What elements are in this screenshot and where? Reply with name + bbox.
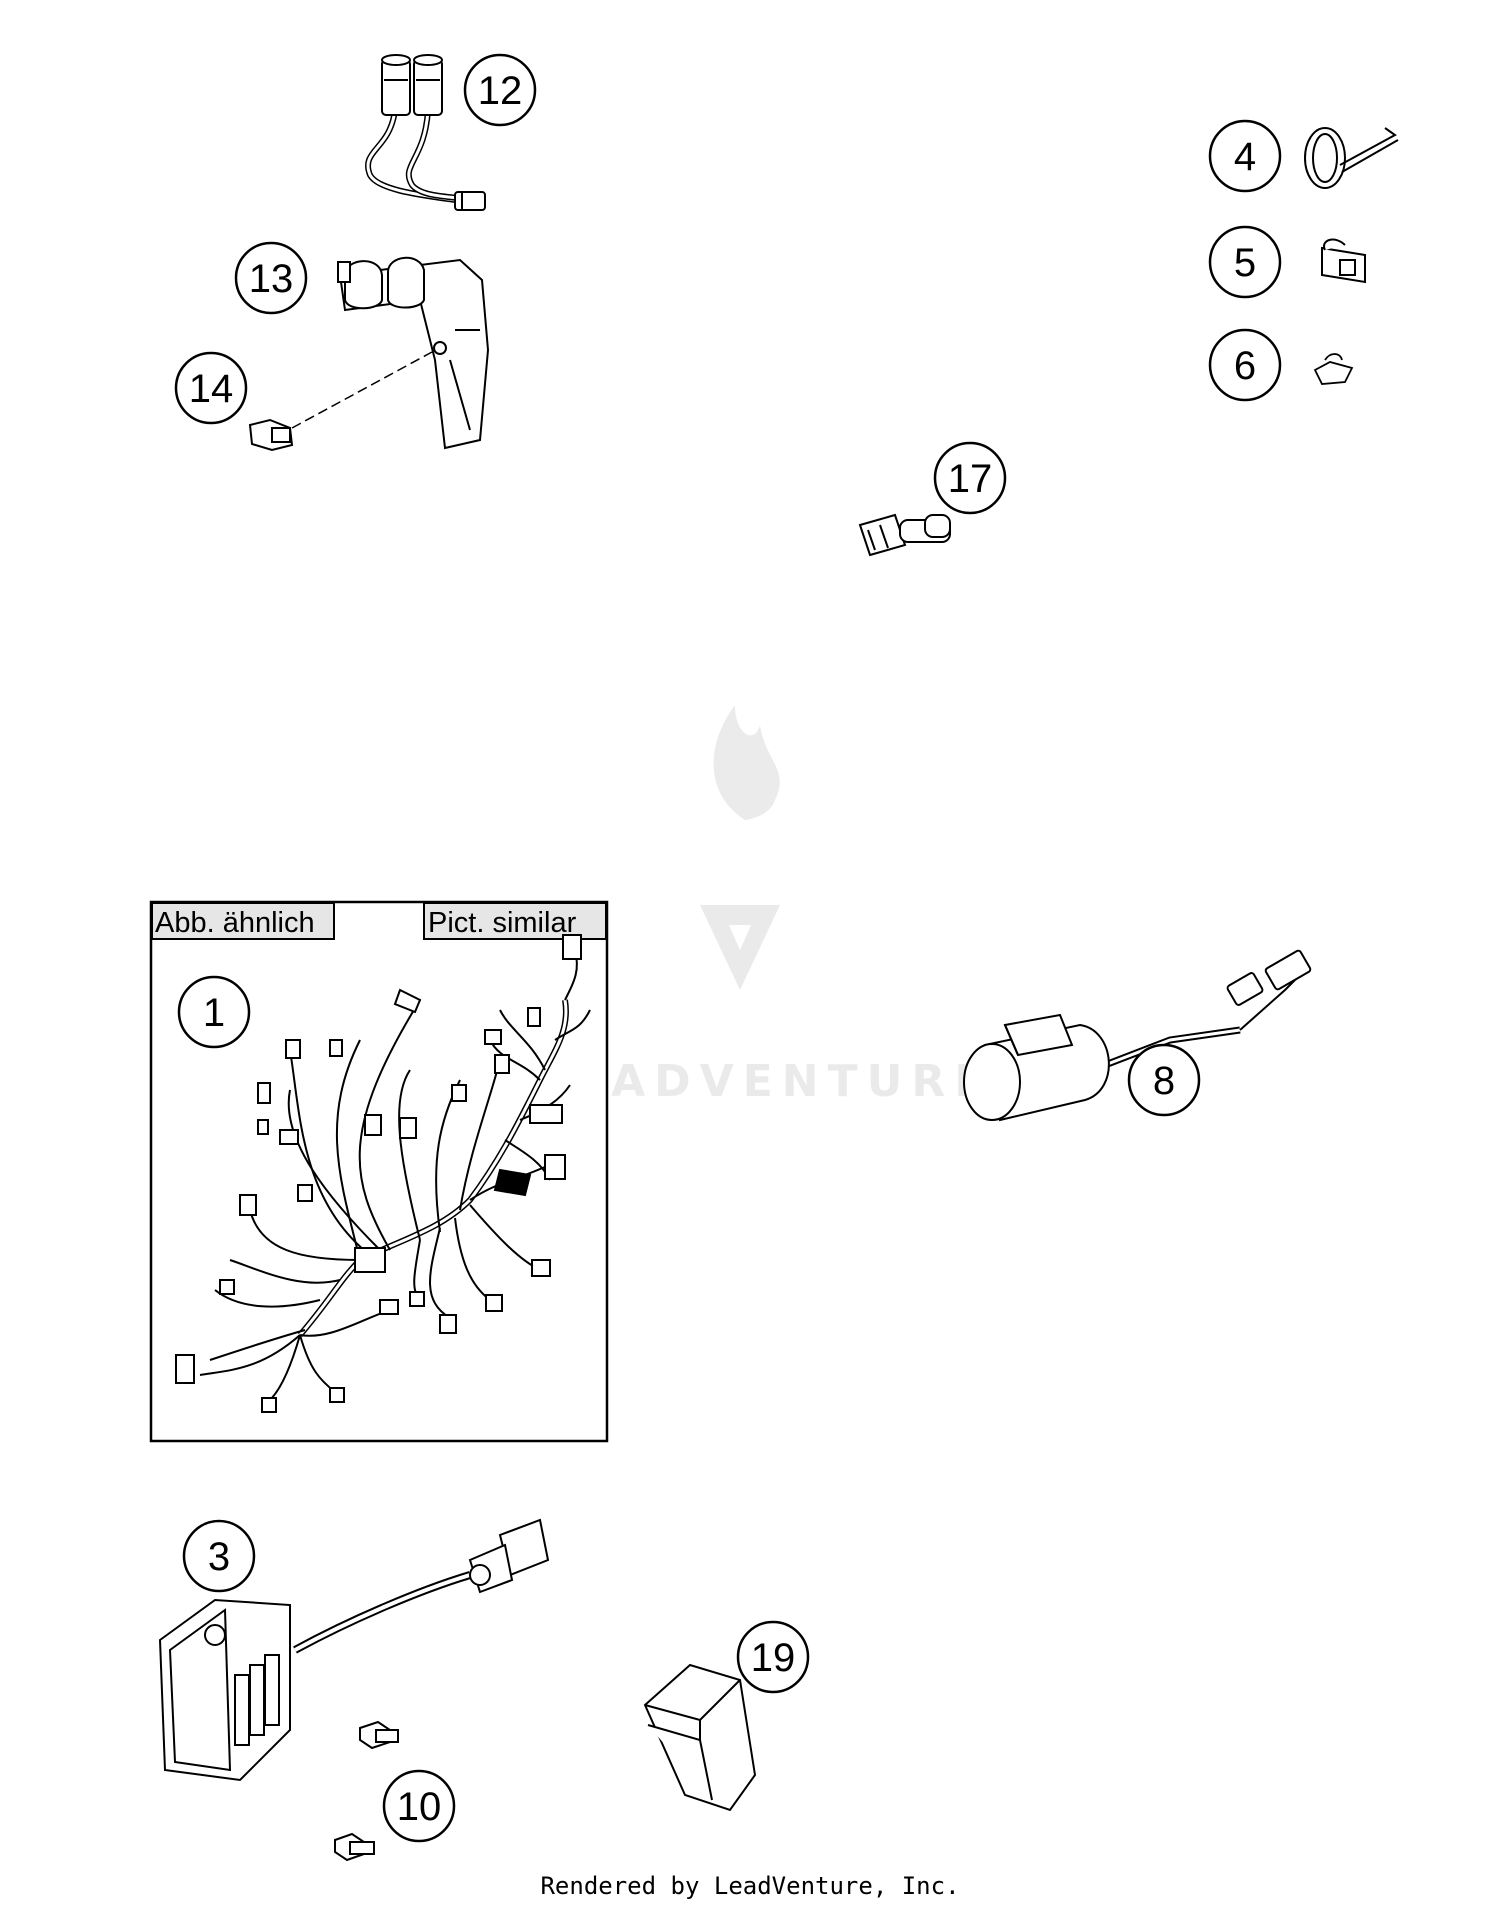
watermark-text: LEADVENTURE	[535, 1056, 993, 1107]
part-1-wiring-harness	[175, 934, 591, 1413]
callout-14: 14	[174, 351, 248, 425]
callout-5-label: 5	[1234, 241, 1256, 285]
leadventure-watermark: LEADVENTURE	[535, 705, 993, 1107]
part-3-voltage-regulator	[158, 1518, 550, 1782]
callout-10: 10	[382, 1769, 456, 1843]
callout-17-label: 17	[948, 457, 993, 501]
part-4-cable-tie	[1304, 127, 1399, 189]
part-14-screw	[248, 418, 294, 452]
callout-4-label: 4	[1234, 135, 1256, 179]
callout-10-label: 10	[397, 1785, 442, 1829]
callout-19: 19	[736, 1620, 810, 1694]
callout-4: 4	[1208, 119, 1282, 193]
callout-5: 5	[1208, 225, 1282, 299]
footer-credit: Rendered by LeadVenture, Inc.	[540, 1872, 960, 1900]
callout-8: 8	[1127, 1043, 1201, 1117]
callout-1: 1	[177, 975, 251, 1049]
callout-14-label: 14	[189, 367, 234, 411]
part-8-capacitor	[963, 949, 1312, 1122]
callout-12-label: 12	[478, 69, 523, 113]
callout-6-label: 6	[1234, 344, 1256, 388]
callout-3: 3	[182, 1519, 256, 1593]
part-12-connector-lead	[365, 54, 486, 211]
part-19-cover-cap	[643, 1663, 757, 1812]
harness-box: Abb. ähnlich Pict. similar	[149, 900, 609, 1443]
callout-12: 12	[463, 53, 537, 127]
callout-1-label: 1	[203, 991, 225, 1035]
label-pict-similar: Pict. similar	[428, 907, 577, 939]
part-17-connector	[858, 513, 951, 557]
callout-17: 17	[933, 441, 1007, 515]
part-5-clip	[1321, 238, 1366, 284]
part-14-leader-line	[291, 351, 433, 429]
callout-19-label: 19	[751, 1636, 796, 1680]
callout-13: 13	[234, 241, 308, 315]
callout-13-label: 13	[249, 257, 294, 301]
callout-8-label: 8	[1153, 1059, 1175, 1103]
callout-6: 6	[1208, 328, 1282, 402]
label-abb-aehnlich: Abb. ähnlich	[155, 907, 315, 939]
part-10-screws	[334, 1720, 399, 1862]
part-13-holder-bracket	[337, 256, 490, 450]
callout-3-label: 3	[208, 1535, 230, 1579]
part-6-small-clip	[1313, 353, 1354, 385]
